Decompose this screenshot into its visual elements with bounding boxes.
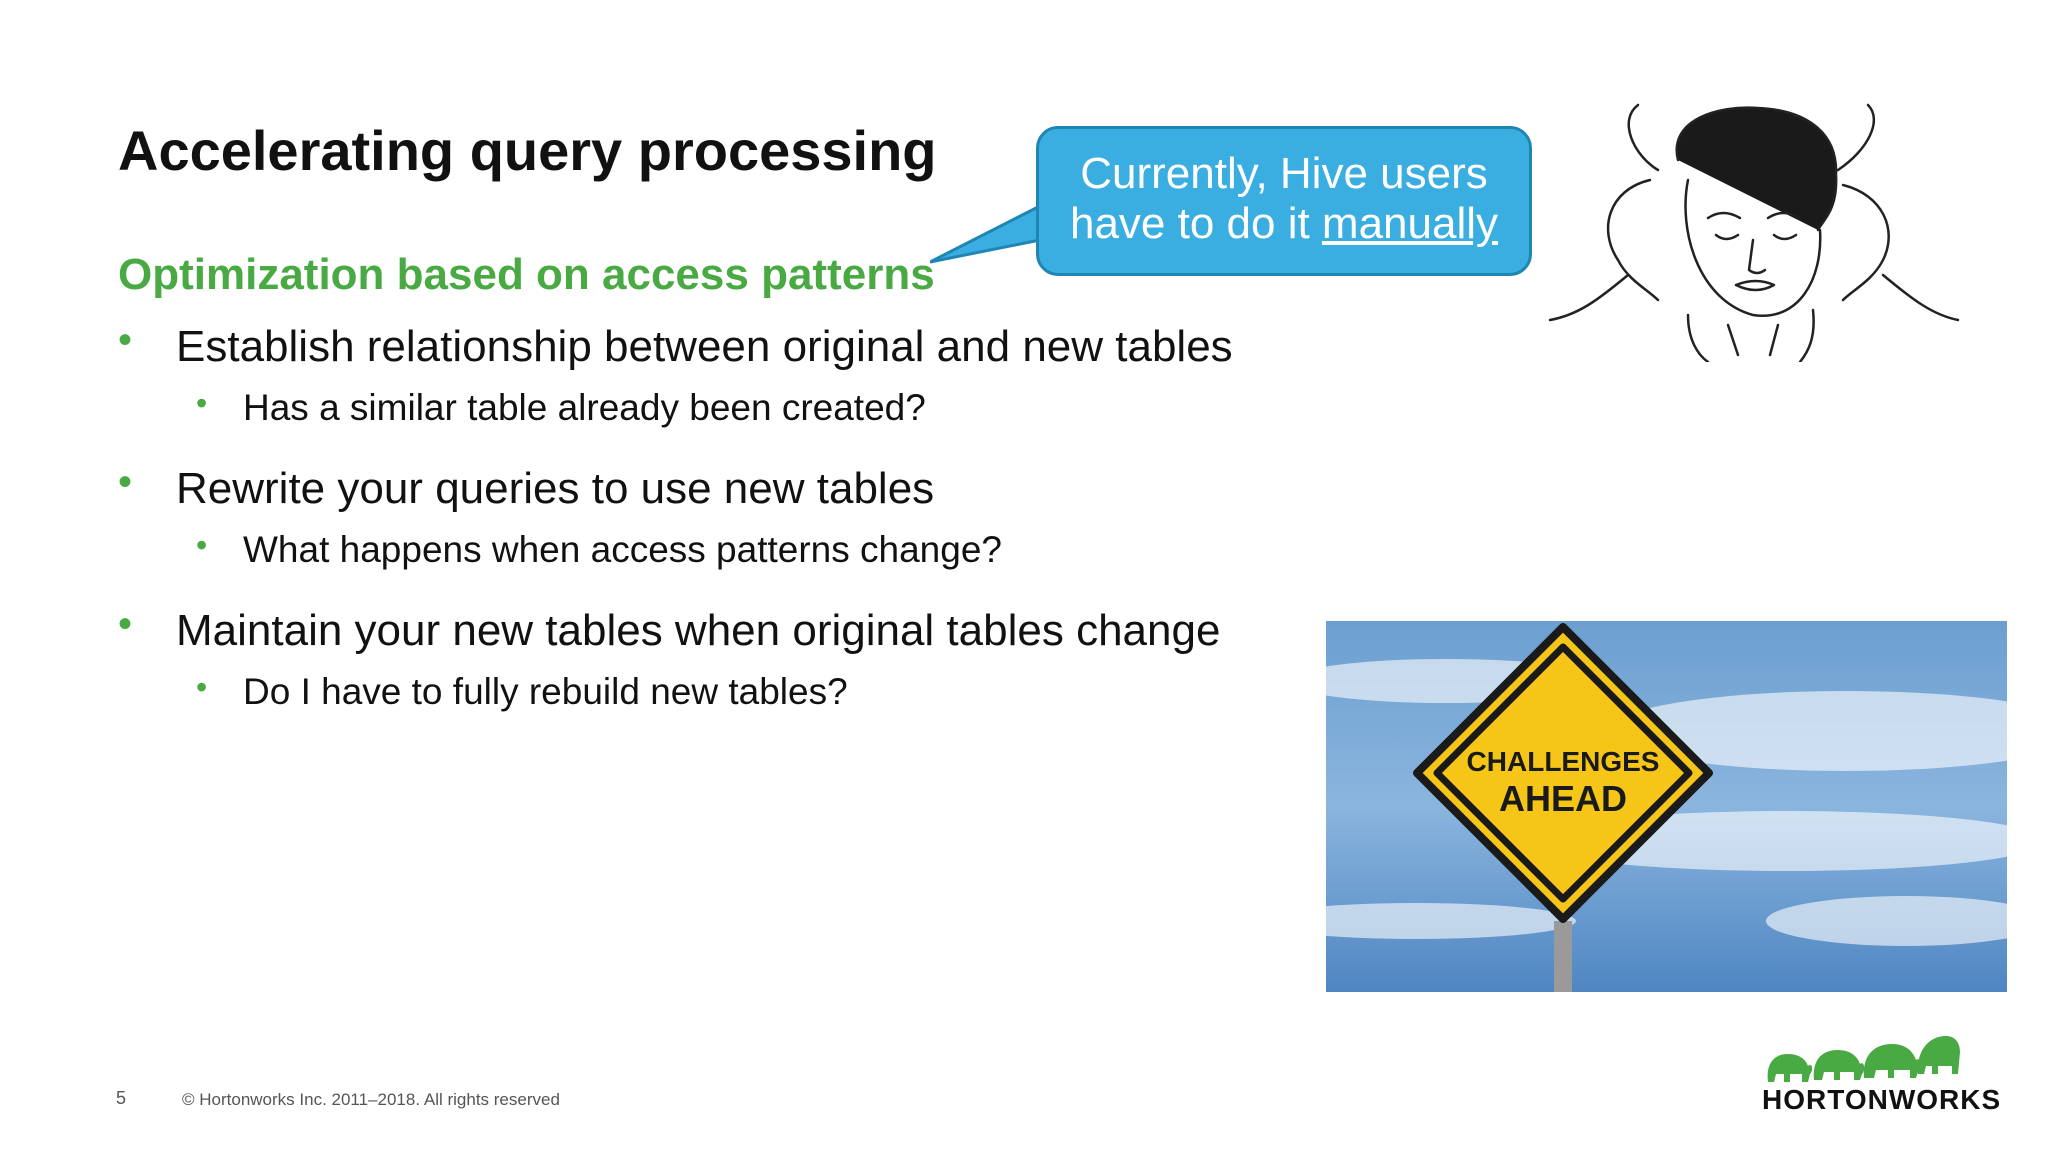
slide-subtitle: Optimization based on access patterns [118,250,935,299]
bullet-3-text: Maintain your new tables when original t… [176,606,1221,655]
sub-bullet-2-text: What happens when access patterns change… [243,529,1002,570]
callout-line-2: have to do it manually [1039,199,1529,249]
challenges-ahead-photo: CHALLENGES AHEAD [1326,621,2007,992]
sub-bullet-3-text: Do I have to fully rebuild new tables? [243,671,848,712]
page-number: 5 [116,1088,127,1108]
bullet-1-text: Establish relationship between original … [176,322,1233,371]
callout-line-1: Currently, Hive users [1080,149,1488,198]
callout-line-2-prefix: have to do it [1069,199,1322,248]
bullet-2-text: Rewrite your queries to use new tables [176,464,935,513]
elephant-logo-icon [1767,1036,1960,1082]
sub-bullet-dot: • [196,669,208,705]
sub-bullet-dot: • [196,527,208,563]
callout-underlined-word: manually [1321,199,1499,248]
sub-bullet-dot: • [196,385,208,421]
hortonworks-logo-text: HORTONWORKS [1762,1084,2002,1115]
speech-bubble-tail-icon [930,203,1042,264]
callout-bubble: Currently, Hive users have to do it manu… [1036,126,1532,276]
bullet-dot: • [118,460,133,504]
frustrated-face-drawing [1548,103,1960,362]
slide-title: Accelerating query processing [118,119,937,182]
bullet-dot: • [118,318,133,362]
sign-line-2: AHEAD [1499,778,1627,819]
sub-bullet-1-text: Has a similar table already been created… [243,387,926,428]
copyright-text: © Hortonworks Inc. 2011–2018. All rights… [182,1090,560,1109]
sign-line-1: CHALLENGES [1467,746,1660,777]
bullet-dot: • [118,602,133,646]
